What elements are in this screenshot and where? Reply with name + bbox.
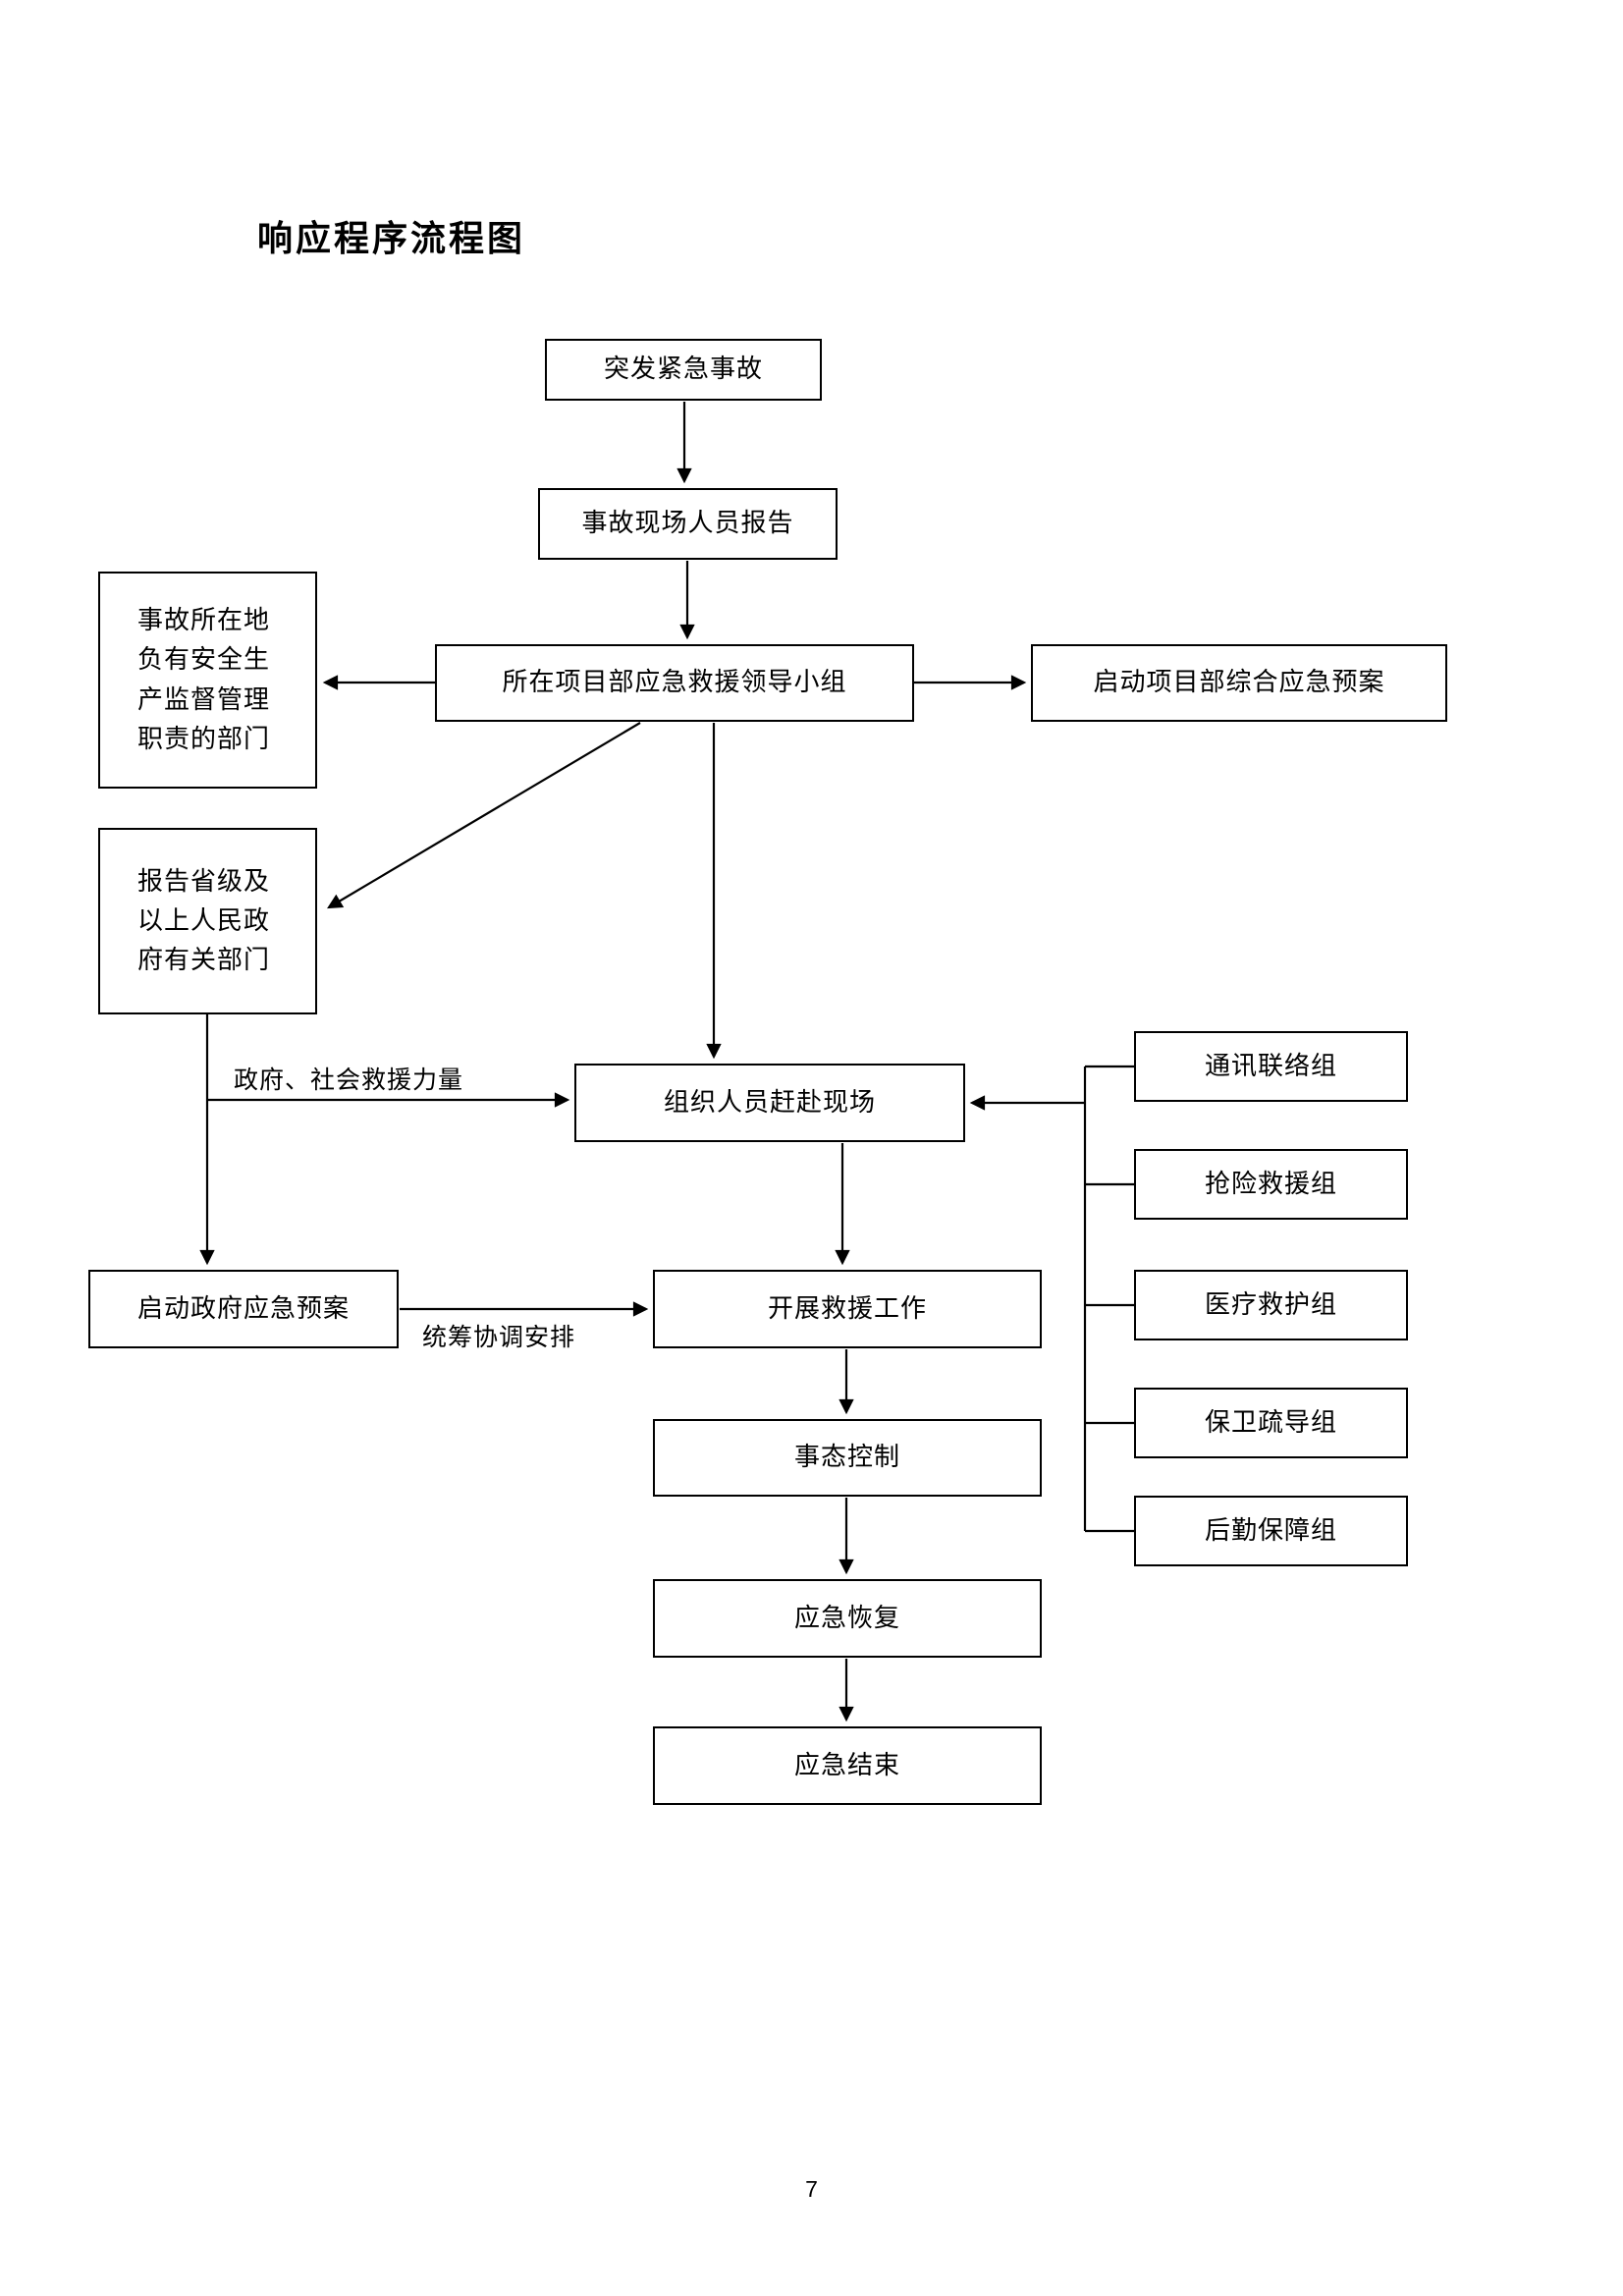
flow-box-security-group: 保卫疏导组 — [1134, 1388, 1408, 1458]
edge-label-coordinate-arrange: 统筹协调安排 — [422, 1325, 576, 1351]
flow-box-emergency-end: 应急结束 — [653, 1726, 1042, 1805]
flow-box-logistics-group: 后勤保障组 — [1134, 1496, 1408, 1566]
flow-box-situation-control: 事态控制 — [653, 1419, 1042, 1497]
page-title: 响应程序流程图 — [257, 219, 526, 258]
flow-box-site-report: 事故现场人员报告 — [538, 488, 838, 560]
flow-box-medical-group: 医疗救护组 — [1134, 1270, 1408, 1340]
flow-box-report-provincial: 报告省级及以上人民政府有关部门 — [98, 828, 317, 1014]
flow-box-rescue-group: 抢险救援组 — [1134, 1149, 1408, 1220]
arrow-leadgroup-to-provincial — [327, 722, 641, 909]
edge-label-gov-social-forces: 政府、社会救援力量 — [234, 1067, 464, 1094]
flow-box-rescue-work: 开展救援工作 — [653, 1270, 1042, 1348]
flow-box-local-dept: 事故所在地负有安全生产监督管理职责的部门 — [98, 572, 317, 789]
flow-box-start-project-plan: 启动项目部综合应急预案 — [1031, 644, 1447, 722]
flow-box-emergency-recovery: 应急恢复 — [653, 1579, 1042, 1658]
flow-box-lead-group: 所在项目部应急救援领导小组 — [435, 644, 914, 722]
flow-box-emergency: 突发紧急事故 — [545, 339, 822, 401]
flow-box-comm-group: 通讯联络组 — [1134, 1031, 1408, 1102]
flow-box-start-gov-plan: 启动政府应急预案 — [88, 1270, 399, 1348]
page-number: 7 — [805, 2176, 818, 2202]
flow-box-organize-personnel: 组织人员赶赴现场 — [574, 1064, 965, 1142]
